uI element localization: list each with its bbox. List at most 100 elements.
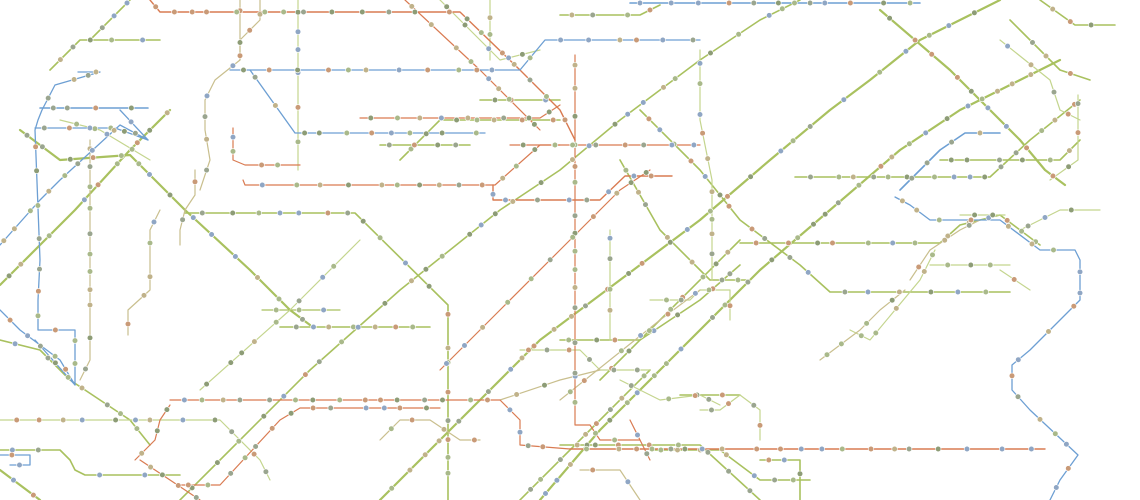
station-dot[interactable] [690,141,698,149]
station-dot[interactable] [704,449,712,456]
station-dot[interactable] [1070,303,1077,310]
station-dot[interactable] [696,60,704,67]
station-dot[interactable] [506,96,513,103]
station-dot[interactable] [240,66,247,74]
station-dot[interactable] [750,0,757,7]
station-dot[interactable] [236,396,243,404]
station-dot[interactable] [227,359,234,366]
station-dot[interactable] [571,85,579,92]
station-dot[interactable] [607,406,614,413]
station-dot[interactable] [302,371,309,378]
station-dot[interactable] [150,218,158,226]
station-dot[interactable] [280,8,287,16]
station-dot[interactable] [1066,147,1073,154]
station-dot[interactable] [388,485,395,492]
station-dot[interactable] [276,209,284,217]
station-dot[interactable] [707,208,714,215]
station-dot[interactable] [301,129,308,137]
station-dot[interactable] [99,24,106,31]
station-dot[interactable] [688,259,696,266]
station-dot[interactable] [796,470,804,477]
station-dot[interactable] [768,256,775,264]
station-dot[interactable] [547,256,554,263]
station-dot[interactable] [1004,42,1011,50]
station-dot[interactable] [471,436,478,444]
station-dot[interactable] [428,21,435,28]
station-dot[interactable] [251,338,258,345]
station-dot[interactable] [123,0,131,7]
station-dot[interactable] [34,202,42,209]
station-dot[interactable] [565,346,573,354]
station-dot[interactable] [377,396,384,404]
station-dot[interactable] [889,239,896,247]
station-dot[interactable] [592,441,599,449]
station-dot[interactable] [292,396,299,404]
station-dot[interactable] [345,181,352,189]
station-dot[interactable] [513,163,520,170]
station-dot[interactable] [1076,268,1084,276]
station-dot[interactable] [309,396,316,404]
station-dot[interactable] [1029,39,1036,46]
station-dot[interactable] [963,156,971,164]
station-dot[interactable] [444,454,452,461]
station-dot[interactable] [10,477,17,484]
station-dot[interactable] [338,338,345,346]
station-dot[interactable] [936,216,943,224]
station-dot[interactable] [86,205,94,212]
station-dot[interactable] [171,8,178,16]
station-dot[interactable] [748,225,756,233]
station-dot[interactable] [45,94,52,102]
station-dot[interactable] [750,402,757,409]
station-dot[interactable] [198,396,206,404]
station-dot[interactable] [646,327,653,334]
station-dot[interactable] [1038,127,1045,134]
station-dot[interactable] [488,66,496,74]
station-dot[interactable] [546,108,553,116]
station-dot[interactable] [1051,116,1058,124]
station-dot[interactable] [104,401,111,409]
station-dot[interactable] [708,188,716,195]
station-dot[interactable] [520,141,527,149]
station-dot[interactable] [461,342,468,349]
station-dot[interactable] [616,36,624,44]
station-dot[interactable] [118,152,125,159]
station-dot[interactable] [91,125,98,132]
station-dot[interactable] [386,141,393,149]
station-dot[interactable] [777,445,784,453]
station-dot[interactable] [734,276,742,284]
station-dot[interactable] [164,109,171,116]
station-dot[interactable] [152,3,159,10]
station-dot[interactable] [232,253,239,260]
station-dot[interactable] [229,62,236,69]
station-dot[interactable] [146,416,153,424]
station-dot[interactable] [565,336,572,344]
station-dot[interactable] [896,288,903,296]
station-dot[interactable] [561,116,569,123]
station-dot[interactable] [557,456,564,463]
station-dot[interactable] [134,139,141,146]
station-dot[interactable] [557,36,564,44]
station-dot[interactable] [581,377,588,384]
station-dot[interactable] [70,76,78,83]
station-dot[interactable] [299,316,306,323]
station-dot[interactable] [1049,172,1057,180]
station-dot[interactable] [1005,223,1012,230]
station-dot[interactable] [443,360,450,367]
station-dot[interactable] [1065,110,1072,118]
station-dot[interactable] [634,431,641,439]
station-dot[interactable] [948,156,955,164]
station-dot[interactable] [1009,80,1016,87]
station-dot[interactable] [505,54,512,62]
station-dot[interactable] [568,313,575,320]
station-dot[interactable] [551,141,559,149]
station-dot[interactable] [998,445,1006,453]
station-dot[interactable] [726,0,733,7]
station-dot[interactable] [583,196,590,204]
station-dot[interactable] [330,263,337,270]
station-dot[interactable] [199,209,206,217]
station-dot[interactable] [884,173,892,181]
station-dot[interactable] [699,273,707,281]
station-dot[interactable] [775,0,782,7]
station-dot[interactable] [726,270,734,277]
station-dot[interactable] [569,156,576,163]
